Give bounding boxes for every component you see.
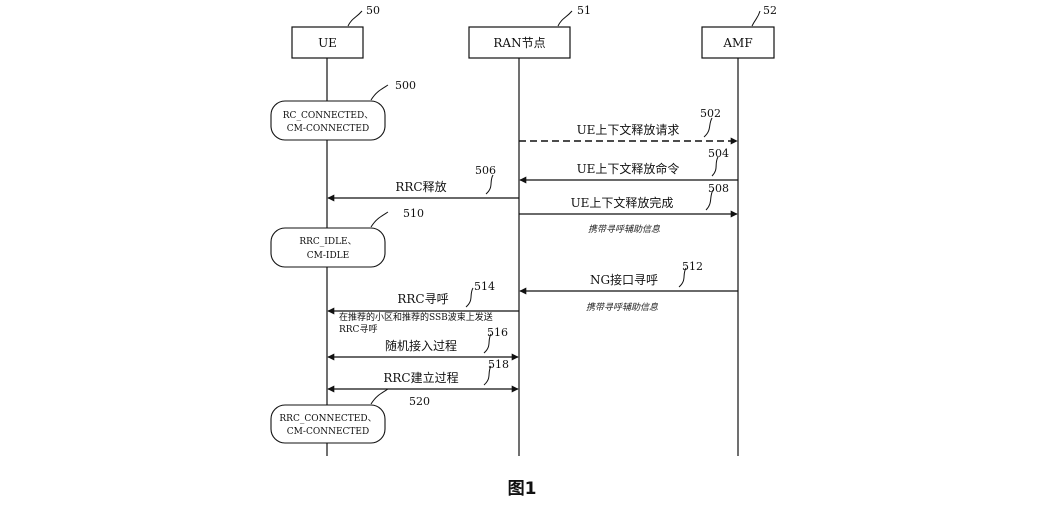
- msg-508-label: UE上下文释放完成: [571, 195, 674, 210]
- msg-514-note-line1: 在推荐的小区和推荐的SSB波束上发送: [339, 311, 493, 323]
- state-520-line1: RRC_CONNECTED、: [279, 414, 376, 424]
- state-510-line2: CM-IDLE: [307, 251, 349, 261]
- amf-entity-box: AMF: [701, 26, 775, 59]
- msg-514-note-line2: RRC寻呼: [339, 324, 377, 335]
- msg-516-label: 随机接入过程: [385, 338, 457, 353]
- msg-512-label: NG接口寻呼: [590, 272, 658, 287]
- ran-label: RAN节点: [493, 36, 545, 50]
- ran-ref-number: 51: [577, 4, 591, 17]
- ue-ref-number: 50: [366, 4, 380, 17]
- msg-508-note: 携带寻呼辅助信息: [588, 224, 660, 235]
- state-510-ref: 510: [403, 207, 424, 220]
- state-520-ref: 520: [409, 395, 430, 408]
- msg-506-ref: 506: [475, 164, 496, 177]
- msg-504-label: UE上下文释放命令: [577, 161, 680, 176]
- msg-504-ref: 504: [708, 147, 729, 160]
- msg-518-ref: 518: [488, 358, 509, 371]
- msg-512-ref: 512: [682, 260, 703, 273]
- amf-label: AMF: [722, 36, 752, 50]
- msg-516-ref: 516: [487, 326, 508, 339]
- ue-label: UE: [318, 36, 337, 50]
- msg-506-label: RRC释放: [395, 179, 446, 194]
- msg-514-ref: 514: [474, 280, 495, 293]
- ran-entity-box: RAN节点: [468, 26, 571, 59]
- msg-512-note: 携带寻呼辅助信息: [586, 302, 658, 313]
- msg-502-label: UE上下文释放请求: [577, 122, 680, 137]
- state-500-box: RC_CONNECTED、 CM-CONNECTED: [270, 100, 386, 141]
- state-510-line1: RRC_IDLE、: [299, 237, 356, 247]
- figure-caption: 图1: [508, 479, 537, 499]
- state-520-line2: CM-CONNECTED: [287, 427, 369, 437]
- state-520-box: RRC_CONNECTED、 CM-CONNECTED: [270, 404, 386, 444]
- msg-518-label: RRC建立过程: [383, 370, 458, 385]
- state-500-ref: 500: [395, 79, 416, 92]
- state-500-line1: RC_CONNECTED、: [283, 111, 373, 121]
- state-510-box: RRC_IDLE、 CM-IDLE: [270, 227, 386, 268]
- state-500-line2: CM-CONNECTED: [287, 124, 369, 134]
- msg-508-ref: 508: [708, 182, 729, 195]
- msg-502-ref: 502: [700, 107, 721, 120]
- ue-entity-box: UE: [291, 26, 364, 59]
- msg-514-label: RRC寻呼: [397, 292, 448, 306]
- amf-ref-number: 52: [763, 4, 777, 17]
